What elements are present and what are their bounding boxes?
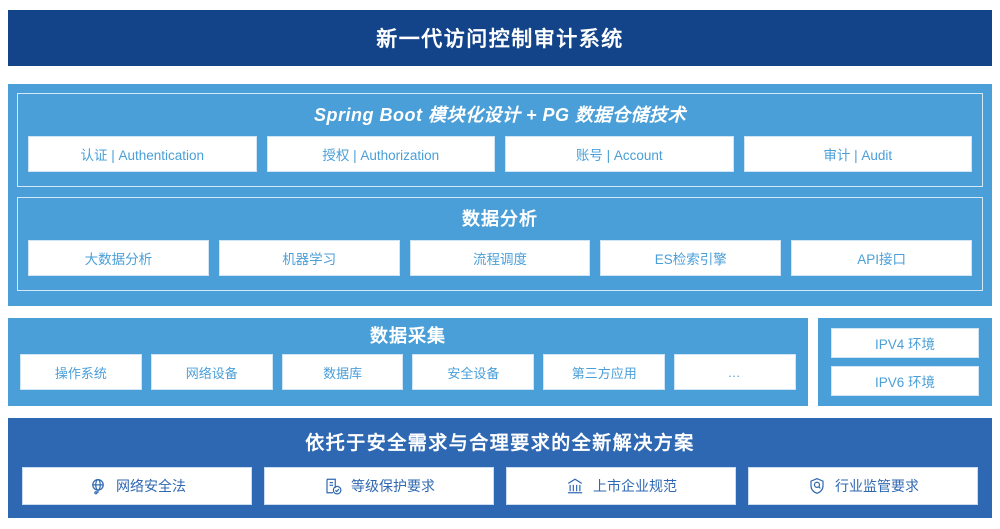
data-collection-chip-row: 操作系统 网络设备 数据库 安全设备 第三方应用 … [20, 354, 796, 390]
data-analysis-card-title: 数据分析 [462, 209, 538, 229]
springboot-card-title: Spring Boot 模块化设计 + PG 数据仓储技术 [313, 105, 686, 125]
chip-listed-enterprise-standard[interactable]: 上市企业规范 [506, 467, 736, 505]
chip-big-data-analysis[interactable]: 大数据分析 [28, 240, 209, 276]
solution-chip-row: 网络安全法 等级保护要求 [16, 467, 984, 507]
environment-panel: IPV4 环境 IPV6 环境 [818, 318, 992, 406]
chip-more[interactable]: … [674, 354, 796, 390]
architecture-panel: Spring Boot 模块化设计 + PG 数据仓储技术 认证 | Authe… [8, 84, 992, 306]
chip-api-interface[interactable]: API接口 [791, 240, 972, 276]
chip-account[interactable]: 账号 | Account [505, 136, 734, 172]
chip-label: 等级保护要求 [351, 478, 435, 494]
chip-authorization[interactable]: 授权 | Authorization [266, 136, 495, 172]
data-collection-title: 数据采集 [370, 326, 446, 346]
chip-label: 上市企业规范 [593, 478, 677, 494]
chip-authentication[interactable]: 认证 | Authentication [28, 136, 257, 172]
chip-audit[interactable]: 审计 | Audit [743, 136, 972, 172]
document-check-icon [323, 477, 342, 496]
springboot-chip-row: 认证 | Authentication 授权 | Authorization 账… [28, 136, 972, 172]
chip-classified-protection[interactable]: 等级保护要求 [264, 467, 494, 505]
shield-search-icon [807, 477, 826, 496]
solution-title: 依托于安全需求与合理要求的全新解决方案 [305, 433, 695, 454]
data-analysis-card: 数据分析 大数据分析 机器学习 流程调度 ES检索引擎 API接口 [17, 197, 983, 291]
solution-panel: 依托于安全需求与合理要求的全新解决方案 网络安全法 [8, 418, 992, 518]
chip-machine-learning[interactable]: 机器学习 [218, 240, 400, 276]
chip-process-scheduling[interactable]: 流程调度 [409, 240, 591, 276]
chip-ipv4-environment[interactable]: IPV4 环境 [831, 328, 979, 358]
page-header: 新一代访问控制审计系统 [8, 10, 992, 66]
chip-ipv6-environment[interactable]: IPV6 环境 [831, 366, 979, 396]
globe-network-icon [88, 477, 107, 496]
page-title: 新一代访问控制审计系统 [376, 28, 624, 51]
bank-building-icon [565, 477, 584, 496]
chip-industry-regulation[interactable]: 行业监管要求 [748, 467, 978, 505]
data-collection-panel: 数据采集 操作系统 网络设备 数据库 安全设备 第三方应用 … [8, 318, 808, 406]
chip-database[interactable]: 数据库 [281, 354, 404, 390]
data-analysis-chip-row: 大数据分析 机器学习 流程调度 ES检索引擎 API接口 [28, 240, 972, 276]
chip-network-device[interactable]: 网络设备 [150, 354, 273, 390]
springboot-card: Spring Boot 模块化设计 + PG 数据仓储技术 认证 | Authe… [17, 93, 983, 187]
chip-security-device[interactable]: 安全设备 [412, 354, 535, 390]
chip-third-party-app[interactable]: 第三方应用 [543, 354, 666, 390]
chip-label: 网络安全法 [116, 478, 186, 494]
chip-label: 行业监管要求 [835, 478, 919, 494]
chip-cybersecurity-law[interactable]: 网络安全法 [22, 467, 252, 505]
chip-es-search-engine[interactable]: ES检索引擎 [600, 240, 782, 276]
chip-operating-system[interactable]: 操作系统 [20, 354, 142, 390]
